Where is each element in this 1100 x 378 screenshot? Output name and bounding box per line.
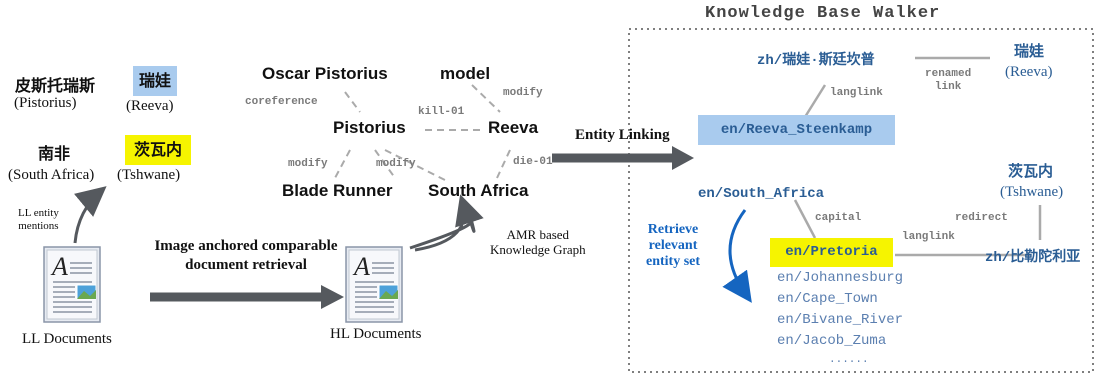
svg-text:A: A xyxy=(50,252,68,281)
kb-node-reeva-en: (Reeva) xyxy=(1005,64,1053,80)
kb-node-en-reeva: en/Reeva_Steenkamp xyxy=(698,115,895,145)
amr-edge-die: die-01 xyxy=(513,156,553,168)
mention-tshwane-zh: 茨瓦内 xyxy=(125,135,191,165)
amr-node-reeva: Reeva xyxy=(488,118,539,137)
mention-pistorius-zh: 皮斯托瑞斯 xyxy=(15,76,96,95)
amr-label: AMR based Knowledge Graph xyxy=(490,227,586,257)
list-item: en/Bivane_River xyxy=(777,312,904,328)
amr-node-model: model xyxy=(440,64,491,83)
amr-edge-modify-blade-runner: modify xyxy=(288,158,328,170)
amr-node-oscar-pistorius: Oscar Pistorius xyxy=(262,64,388,83)
kb-edge-langlink-bottom: langlink xyxy=(902,231,955,243)
list-item: ...... xyxy=(829,354,869,366)
amr-edge-modify-south-africa: modify xyxy=(376,158,416,170)
amr-edge-kill: kill-01 xyxy=(418,106,465,118)
kb-node-reeva-zh: 瑞娃 xyxy=(1014,42,1045,60)
hl-curve-arrow xyxy=(409,200,474,252)
kb-node-tshwane-en: (Tshwane) xyxy=(1000,184,1064,200)
mention-reeva-zh: 瑞娃 xyxy=(133,66,177,96)
amr-node-south-africa: South Africa xyxy=(428,181,529,200)
kb-edge-langlink-top: langlink xyxy=(830,87,883,99)
ll-entity-mentions-label: LL entity mentions xyxy=(18,207,59,232)
kb-title: Knowledge Base Walker xyxy=(705,4,941,23)
kb-edges xyxy=(793,56,1042,257)
hl-document-icon: A xyxy=(345,246,403,323)
kb-entity-set: en/Johannesburg en/Cape_Town en/Bivane_R… xyxy=(777,268,903,368)
kb-retrieve-label: Retrieve relevant entity set xyxy=(646,222,701,269)
amr-node-blade-runner: Blade Runner xyxy=(282,181,393,200)
list-item: en/Jacob_Zuma xyxy=(777,333,887,349)
retrieval-label: Image anchored comparable document retri… xyxy=(154,238,338,273)
mention-pistorius-en: (Pistorius) xyxy=(14,95,77,111)
hl-documents-label: HL Documents xyxy=(330,326,422,342)
mention-south-africa-zh: 南非 xyxy=(38,144,71,163)
mention-reeva-en: (Reeva) xyxy=(126,98,174,114)
kb-edge-redirect: redirect xyxy=(955,212,1008,224)
amr-node-pistorius: Pistorius xyxy=(333,118,406,137)
svg-text:A: A xyxy=(352,252,370,281)
kb-edge-renamed-link: renamed link xyxy=(925,68,972,93)
amr-edge-modify-model: modify xyxy=(503,87,543,99)
entity-linking-label: Entity Linking xyxy=(575,127,670,143)
mention-south-africa-en: (South Africa) xyxy=(8,167,95,183)
kb-edge-capital: capital xyxy=(815,212,862,224)
amr-edges xyxy=(334,84,511,181)
kb-node-en-south-africa: en/South_Africa xyxy=(698,186,825,202)
ll-document-icon: A xyxy=(43,246,101,323)
kb-frame xyxy=(628,28,1094,373)
ll-documents-label: LL Documents xyxy=(22,331,112,347)
kb-node-zh-reeva: zh/瑞娃·斯廷坎普 xyxy=(757,53,875,69)
amr-edge-coreference: coreference xyxy=(245,96,318,108)
kb-node-tshwane-zh: 茨瓦内 xyxy=(1008,162,1054,180)
kb-node-zh-pretoria: zh/比勒陀利亚 xyxy=(985,250,1081,266)
list-item: en/Cape_Town xyxy=(777,291,878,307)
list-item: en/Johannesburg xyxy=(777,270,904,286)
retrieve-arrow xyxy=(722,209,752,303)
kb-node-en-pretoria: en/Pretoria xyxy=(770,238,893,267)
ll-curve-arrow xyxy=(73,186,107,244)
mention-tshwane-en: (Tshwane) xyxy=(117,167,181,183)
